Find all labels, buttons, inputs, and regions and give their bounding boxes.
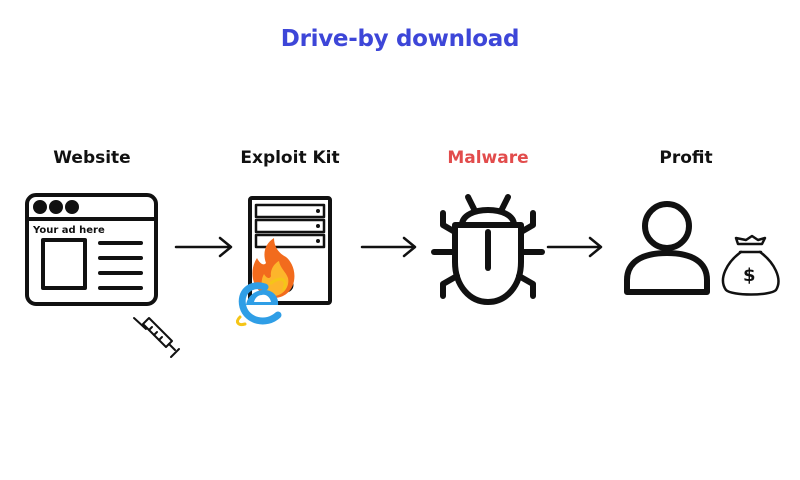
diagram-title: Drive-by download <box>280 26 520 52</box>
flow-arrow-1 <box>174 236 233 258</box>
step-label-malware: Malware <box>447 148 529 168</box>
internet-explorer-icon <box>236 277 287 326</box>
browser-window-icon <box>25 193 158 306</box>
ad-placeholder-text: Your ad here <box>32 225 105 236</box>
flow-arrow-3 <box>546 236 603 258</box>
syringe-icon <box>133 317 180 358</box>
step-label-profit: Profit <box>659 148 713 168</box>
step-label-exploit-kit: Exploit Kit <box>240 148 340 168</box>
money-bag-icon <box>721 234 780 296</box>
user-icon <box>624 201 710 295</box>
bug-icon <box>431 194 545 305</box>
step-label-website: Website <box>53 148 131 168</box>
flow-arrow-2 <box>360 236 417 258</box>
dollar-sign: $ <box>743 265 756 286</box>
